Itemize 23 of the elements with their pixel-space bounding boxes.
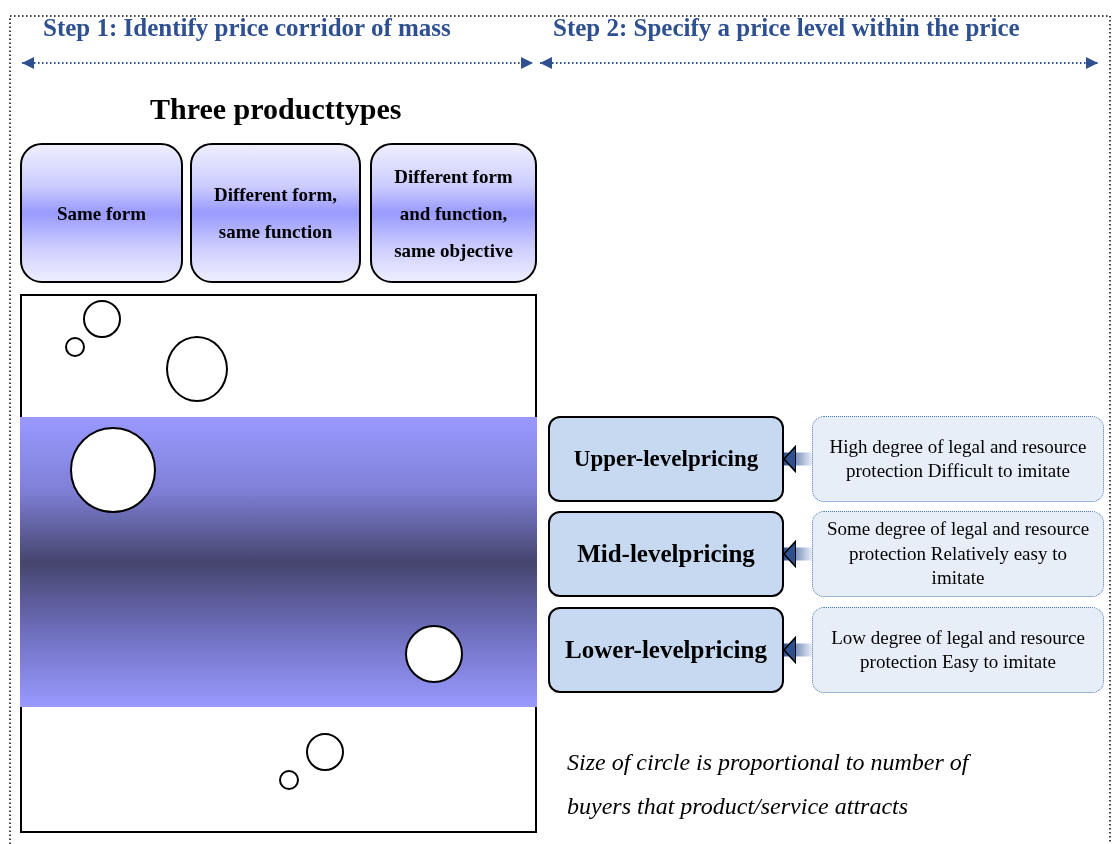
arrow: [783, 540, 812, 568]
description-box: High degree of legal and resource protection Difficult to imitate: [812, 416, 1104, 502]
circle: [83, 300, 121, 338]
step-heading: Step 1: Identify price corridor of mass: [43, 14, 451, 42]
circle: [65, 337, 85, 357]
market-box: [20, 294, 537, 833]
arrow: [783, 445, 812, 473]
circle: [405, 625, 463, 683]
step-heading: Step 2: Specify a price level within the price: [553, 14, 1020, 42]
note-text: Size of circle is proportional to number of buyers that product/service attracts: [567, 748, 972, 821]
pricing-level-box: Lower-levelpricing: [548, 607, 784, 693]
circle: [306, 733, 344, 771]
product-type-card: Different form and function, same objective: [370, 143, 537, 283]
product-type-card: Same form: [20, 143, 183, 283]
arrow: [783, 636, 812, 664]
pricing-level-box: Mid-levelpricing: [548, 511, 784, 597]
mass-market-band: [20, 417, 537, 707]
product-type-card: Different form, same function: [190, 143, 361, 283]
description-box: Some degree of legal and resource protection Relatively easy to imitate: [812, 511, 1104, 597]
pricing-level-box: Upper-levelpricing: [548, 416, 784, 502]
section-heading: Three producttypes: [150, 92, 402, 126]
description-box: Low degree of legal and resource protection Easy to imitate: [812, 607, 1104, 693]
circle: [279, 770, 299, 790]
